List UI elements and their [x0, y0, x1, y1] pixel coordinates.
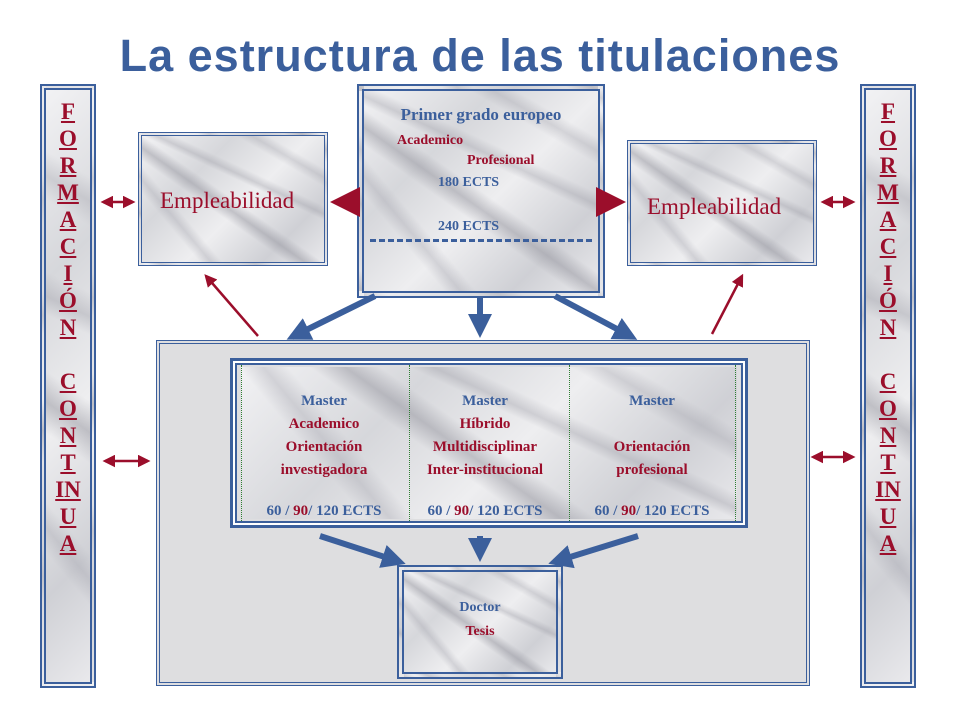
- master-line: profesional: [616, 462, 688, 478]
- master-line: Multidisciplinar: [432, 439, 538, 455]
- ects-120: 120 ECTS: [316, 503, 382, 519]
- academico-label: Academico: [397, 133, 464, 148]
- master-title: Master: [301, 393, 347, 409]
- arrow-to-master-profesional: [553, 293, 638, 340]
- arrow-to-master-academico: [286, 293, 377, 340]
- profesional-label: Profesional: [467, 153, 535, 168]
- ects-90: 90: [621, 503, 637, 519]
- ects-120: 120 ECTS: [477, 503, 543, 519]
- empleabilidad-box-left: Empleabilidad: [138, 132, 328, 266]
- masters-inner: [241, 367, 737, 519]
- arrow-profesional-to-doctor: [548, 533, 639, 569]
- ects-120: 120 ECTS: [644, 503, 710, 519]
- ects-180-label: 180 ECTS: [438, 175, 500, 190]
- master-line: Orientación: [613, 439, 691, 455]
- master-divider: [241, 365, 242, 521]
- master-profesional: Master Orientación profesional 60 / 90/ …: [572, 390, 732, 523]
- master-line: Híbrido: [459, 416, 511, 432]
- ects-240-label: 240 ECTS: [438, 219, 500, 234]
- master-hibrido: Master Híbrido Multidisciplinar Inter-in…: [405, 390, 565, 523]
- formacion-continua-left: F O R M A C I Ó N C O N T IN U A: [40, 84, 96, 688]
- arrow-masters-to-empleabilidad-left: [204, 274, 259, 337]
- page-title: La estructura de las titulaciones: [119, 30, 841, 81]
- master-line: Academico: [288, 416, 360, 432]
- arrow-masters-to-empleabilidad-right: [710, 273, 744, 335]
- arrow-academico-to-doctor: [319, 533, 406, 568]
- doctor-label: Doctor: [459, 600, 501, 615]
- master-title: Master: [462, 393, 508, 409]
- master-divider: [569, 365, 570, 521]
- empleabilidad-label: Empleabilidad: [160, 188, 295, 213]
- master-line: Orientación: [285, 439, 363, 455]
- ects-90: 90: [293, 503, 309, 519]
- master-line: Inter-institucional: [426, 462, 544, 478]
- ects-60: 60: [594, 503, 610, 519]
- primer-grado-heading: Primer grado europeo: [400, 105, 562, 124]
- master-divider: [409, 365, 410, 521]
- empleabilidad-label: Empleabilidad: [647, 194, 782, 219]
- tesis-label: Tesis: [465, 624, 495, 639]
- master-divider: [735, 365, 736, 521]
- ects-90: 90: [454, 503, 470, 519]
- doctor-box: Doctor Tesis: [397, 565, 563, 679]
- master-ects: 60 / 90/ 120 ECTS: [427, 503, 543, 519]
- formacion-continua-label: F O R M A C I Ó N C O N T IN U A: [875, 99, 901, 556]
- master-line: investigadora: [280, 462, 368, 478]
- empleabilidad-box-right: Empleabilidad: [627, 140, 817, 266]
- ects-60: 60: [427, 503, 443, 519]
- formacion-continua-label: F O R M A C I Ó N C O N T IN U A: [55, 99, 81, 556]
- master-ects: 60 / 90/ 120 ECTS: [266, 503, 382, 519]
- master-title: Master: [629, 393, 675, 409]
- master-academico: Master Academico Orientación investigado…: [244, 390, 404, 523]
- dashed-divider: [370, 239, 592, 242]
- formacion-continua-right: F O R M A C I Ó N C O N T IN U A: [860, 84, 916, 688]
- masters-box: [230, 358, 748, 528]
- ects-60: 60: [266, 503, 282, 519]
- master-ects: 60 / 90/ 120 ECTS: [594, 503, 710, 519]
